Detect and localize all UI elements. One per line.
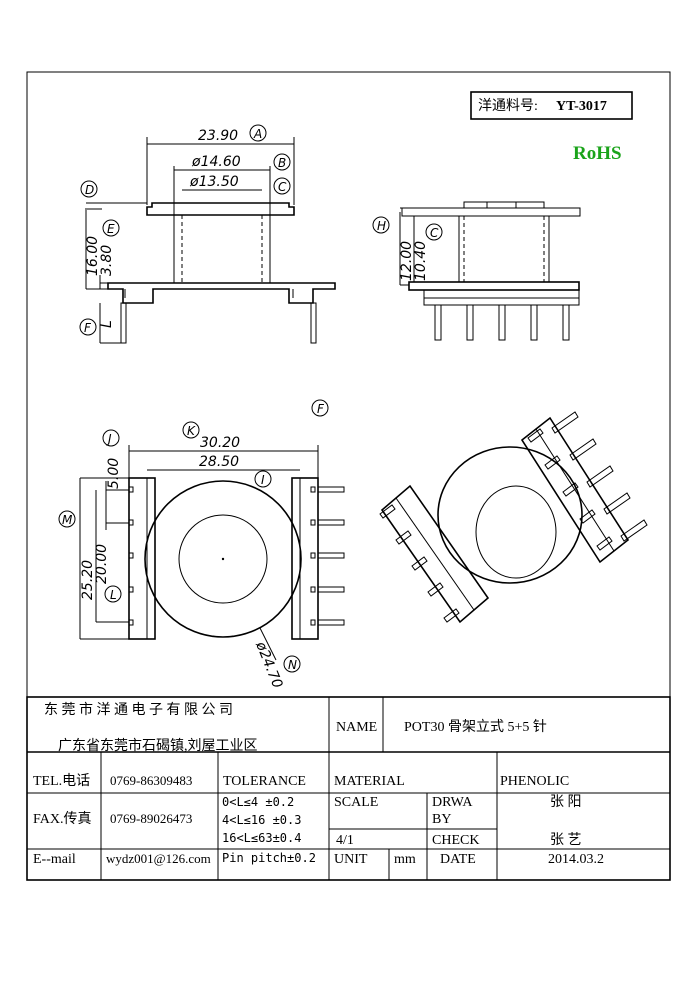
part-number: YT-3017 [556, 99, 607, 114]
callout-c-side: C [425, 223, 443, 241]
part-number-box: 洋通料号: YT-3017 [470, 91, 633, 120]
drawn-value: 张 阳 [550, 794, 582, 810]
callout-l: L [104, 585, 122, 603]
dim-side-inner: 10.40 [413, 241, 429, 281]
tel-value: 0769-86309483 [110, 773, 192, 788]
drawn-label: DRWA [432, 795, 473, 810]
svg-text:F: F [84, 321, 92, 335]
dim-depth-outer: 25.20 [80, 560, 96, 600]
unit-label: UNIT [334, 852, 368, 867]
front-view: 23.90 ø14.60 ø13.50 16.00 3.80 L A B [79, 124, 336, 344]
email-value: wydz001@126.com [106, 851, 211, 866]
callout-j: J [102, 429, 120, 447]
callout-f: F [79, 318, 97, 336]
tolerance-row: 4<L≤16 ±0.3 [222, 813, 301, 827]
svg-text:M: M [62, 513, 73, 527]
svg-text:I: I [261, 473, 265, 487]
svg-text:C: C [278, 180, 287, 194]
date-label: DATE [440, 852, 476, 867]
tolerance-row: Pin pitch±0.2 [222, 851, 316, 865]
title-block: 东 莞 市 洋 通 电 子 有 限 公 司 广东省东莞市石碣镇,刘屋工业区 NA… [26, 696, 671, 881]
tolerance-row: 0<L≤4 ±0.2 [222, 795, 294, 809]
company-address: 广东省东莞市石碣镇,刘屋工业区 [58, 737, 258, 754]
svg-text:C: C [430, 226, 439, 240]
drawn-label-2: BY [432, 812, 451, 827]
tolerance-label: TOLERANCE [223, 774, 306, 789]
dim-depth-inner: 20.00 [94, 544, 110, 584]
svg-text:E: E [107, 222, 115, 236]
material-value: PHENOLIC [500, 774, 569, 789]
company-name: 东 莞 市 洋 通 电 子 有 限 公 司 [44, 701, 233, 718]
svg-text:F: F [317, 402, 325, 416]
callout-d: D [80, 180, 98, 198]
callout-i: I [254, 470, 272, 488]
callout-e: E [102, 219, 120, 237]
unit-value: mm [394, 852, 416, 867]
svg-text:J: J [106, 432, 112, 446]
callout-m: M [58, 510, 76, 528]
callout-b: B [273, 153, 291, 171]
dim-bottom-outer: 30.20 [200, 435, 240, 451]
dim-height: 16.00 [85, 236, 101, 276]
check-value: 张 艺 [550, 832, 582, 848]
date-value: 2014.03.2 [548, 852, 604, 867]
dim-flange-dia: ø14.60 [191, 154, 241, 170]
bottom-view: 30.20 28.50 5.00 25.20 20.00 ø24.70 J K … [58, 421, 345, 691]
dim-base: 3.80 [99, 245, 115, 276]
tolerance-row: 16<L≤63±0.4 [222, 831, 301, 845]
name-label: NAME [336, 720, 377, 735]
callout-k: K [182, 421, 200, 439]
material-label: MATERIAL [334, 774, 405, 789]
scale-label: SCALE [334, 795, 378, 810]
dim-outer-dia: ø24.70 [252, 639, 285, 691]
svg-text:N: N [288, 658, 297, 672]
callout-f-iso: F [311, 399, 329, 417]
callout-h: H [372, 216, 390, 234]
dim-overall-width: 23.90 [198, 128, 238, 144]
callout-a: A [249, 124, 267, 142]
isometric-view: F [311, 399, 648, 624]
tel-label: TEL.电话 [33, 773, 90, 789]
dim-pin-pitch: 5.00 [106, 458, 122, 489]
dim-bore-dia: ø13.50 [189, 174, 239, 190]
svg-text:L: L [110, 588, 117, 602]
dim-bottom-inner: 28.50 [199, 454, 239, 470]
svg-text:D: D [85, 183, 94, 197]
rohs-mark: RoHS [573, 143, 622, 164]
name-value: POT30 骨架立式 5+5 针 [404, 719, 547, 735]
svg-text:B: B [278, 156, 286, 170]
fax-value: 0769-89026473 [110, 811, 192, 826]
email-label: E--mail [33, 852, 76, 867]
fax-label: FAX.传真 [33, 811, 91, 827]
callout-n: N [283, 655, 301, 673]
scale-value: 4/1 [336, 833, 354, 848]
dim-side-height: 12.00 [399, 241, 415, 281]
svg-text:K: K [187, 424, 196, 438]
svg-text:H: H [377, 219, 386, 233]
part-number-label: 洋通料号: [478, 98, 538, 114]
dim-pin-length: L [99, 320, 115, 328]
check-label: CHECK [432, 833, 479, 848]
side-view: 12.00 10.40 H C [372, 201, 581, 341]
callout-c: C [273, 177, 291, 195]
drawing-frame [26, 71, 671, 881]
svg-text:A: A [253, 127, 262, 141]
